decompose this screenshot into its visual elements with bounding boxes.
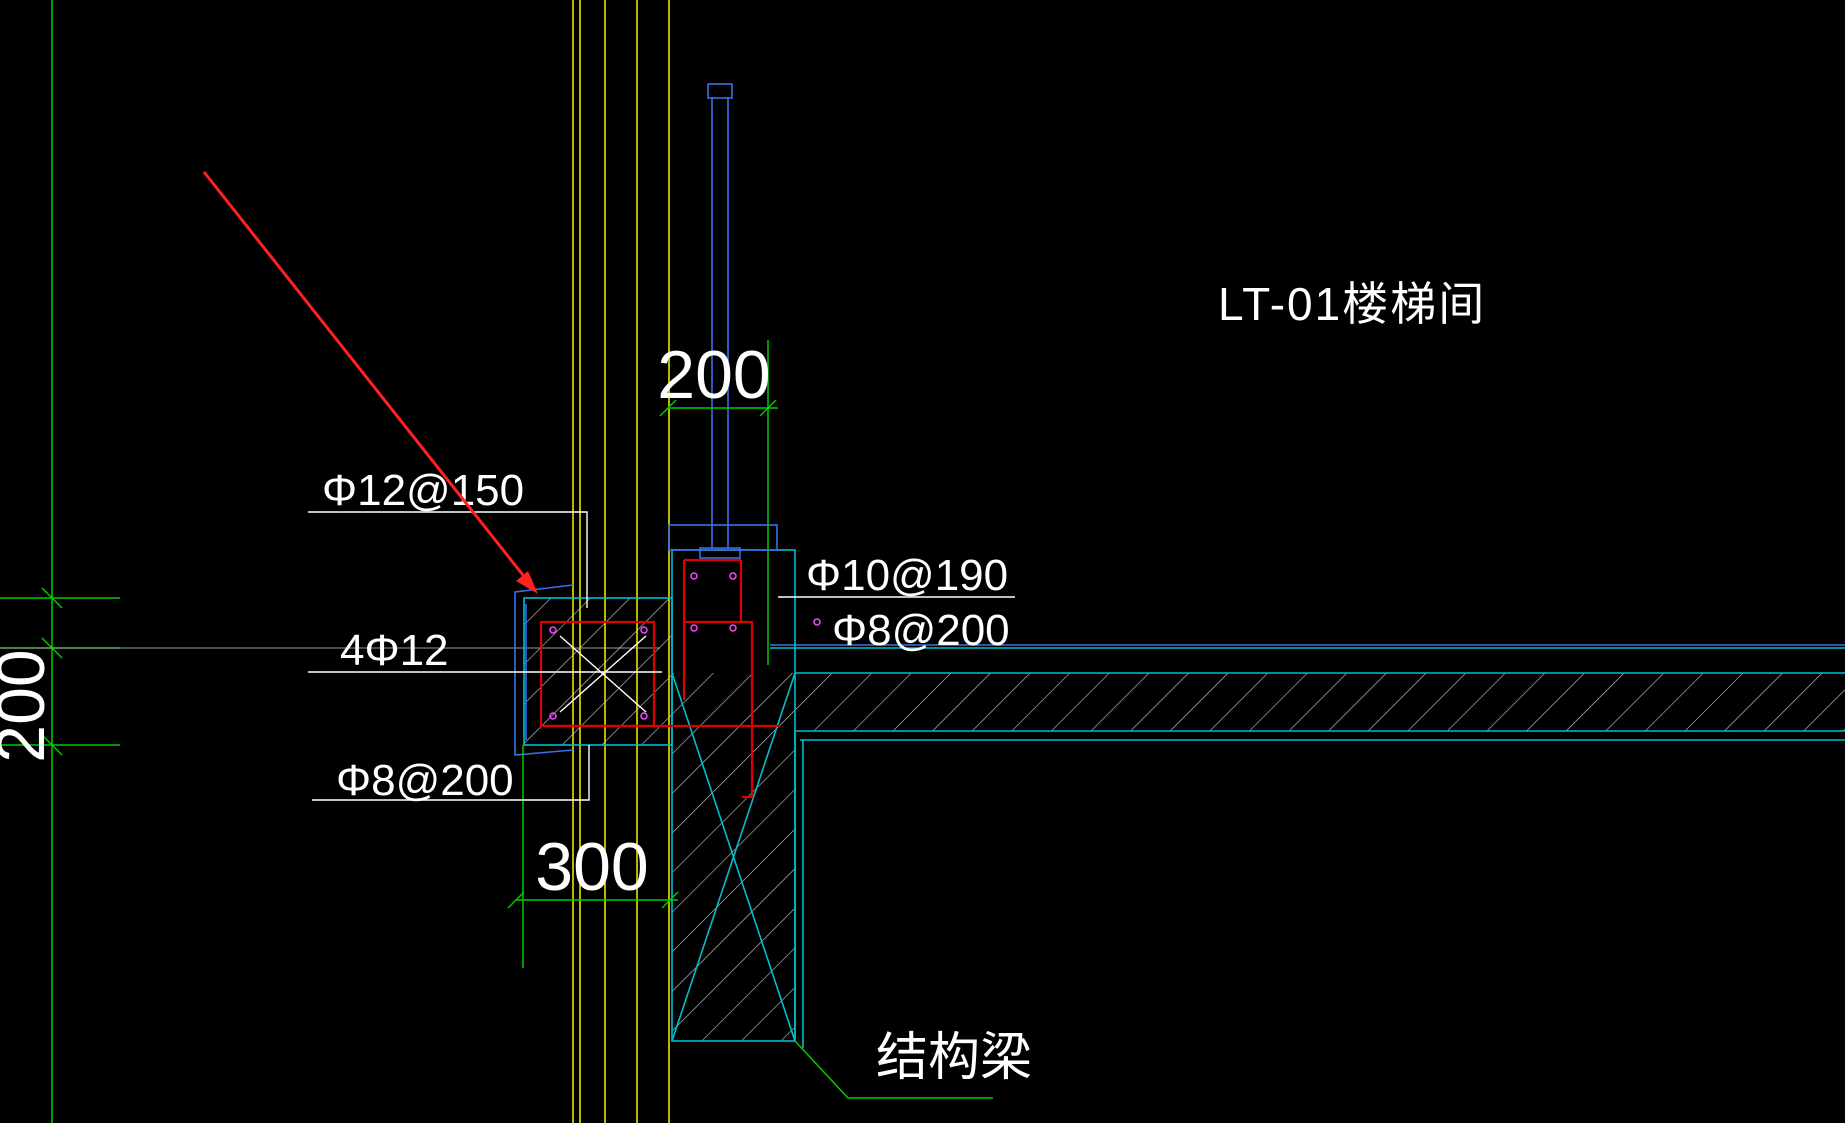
rebar-note-top-bar: Φ12@150 xyxy=(322,466,524,515)
railing-post xyxy=(699,83,741,559)
pointer-arrow xyxy=(202,171,538,594)
structural-beam-outline xyxy=(671,549,804,1048)
top-width-dimension: 200 xyxy=(657,337,770,413)
beam-rebar-cage xyxy=(682,558,754,799)
room-label: LT-01楼梯间 xyxy=(1218,278,1486,330)
rebar-note-slab-bottom: Φ8@200 xyxy=(832,606,1010,655)
bottom-dimension-lines xyxy=(507,745,679,968)
rebar-note-slab-top: Φ10@190 xyxy=(806,551,1008,600)
beam-label-leader xyxy=(794,1040,993,1099)
bottom-width-dimension: 300 xyxy=(535,829,648,905)
top-dimension-lines xyxy=(659,340,778,665)
wall-lines xyxy=(572,0,670,1123)
concrete-slab-outline xyxy=(770,647,1845,741)
left-beam-rebar-cage xyxy=(539,620,780,728)
beam-label: 结构梁 xyxy=(876,1029,1032,1087)
left-vertical-dimension: 200 xyxy=(0,649,59,762)
leader-lines xyxy=(308,511,1015,801)
concrete-slab-hatch xyxy=(795,673,1845,731)
rebar-note-stirrup: Φ8@200 xyxy=(336,756,514,805)
left-grid-lines xyxy=(0,0,120,1123)
rebar-note-main-bars: 4Φ12 xyxy=(340,626,449,675)
left-beam-cross-lines xyxy=(559,635,647,713)
rebar-dots xyxy=(549,572,821,720)
